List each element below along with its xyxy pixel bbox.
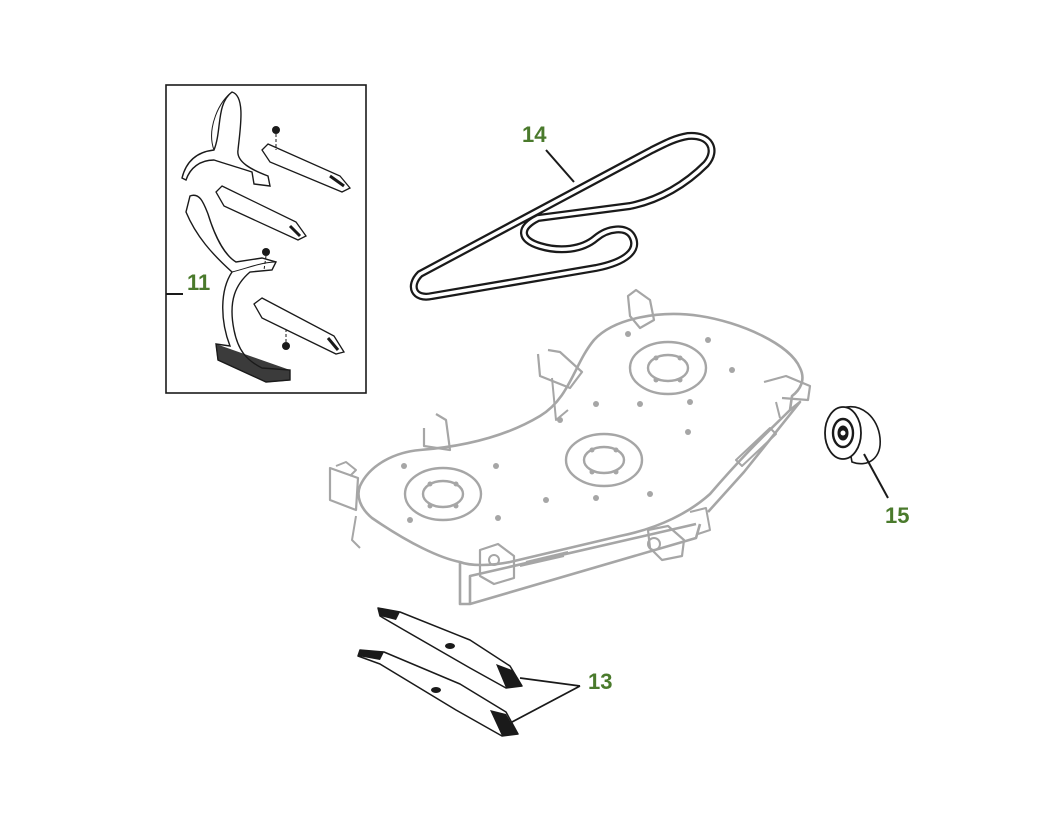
leader-13 <box>511 677 581 723</box>
leader-15 <box>863 453 889 499</box>
leader-14 <box>545 149 575 183</box>
gauge-wheel <box>824 405 881 465</box>
blade-kit-inset <box>165 84 367 394</box>
callout-13: 13 <box>588 669 613 694</box>
deck-bolt-holes <box>401 331 735 523</box>
drive-belt <box>409 131 716 301</box>
callout-15: 15 <box>885 503 910 528</box>
mower-deck <box>328 288 812 606</box>
callout-14: 14 <box>522 122 547 147</box>
callout-11: 11 <box>187 270 211 295</box>
blade-edges <box>358 608 522 736</box>
